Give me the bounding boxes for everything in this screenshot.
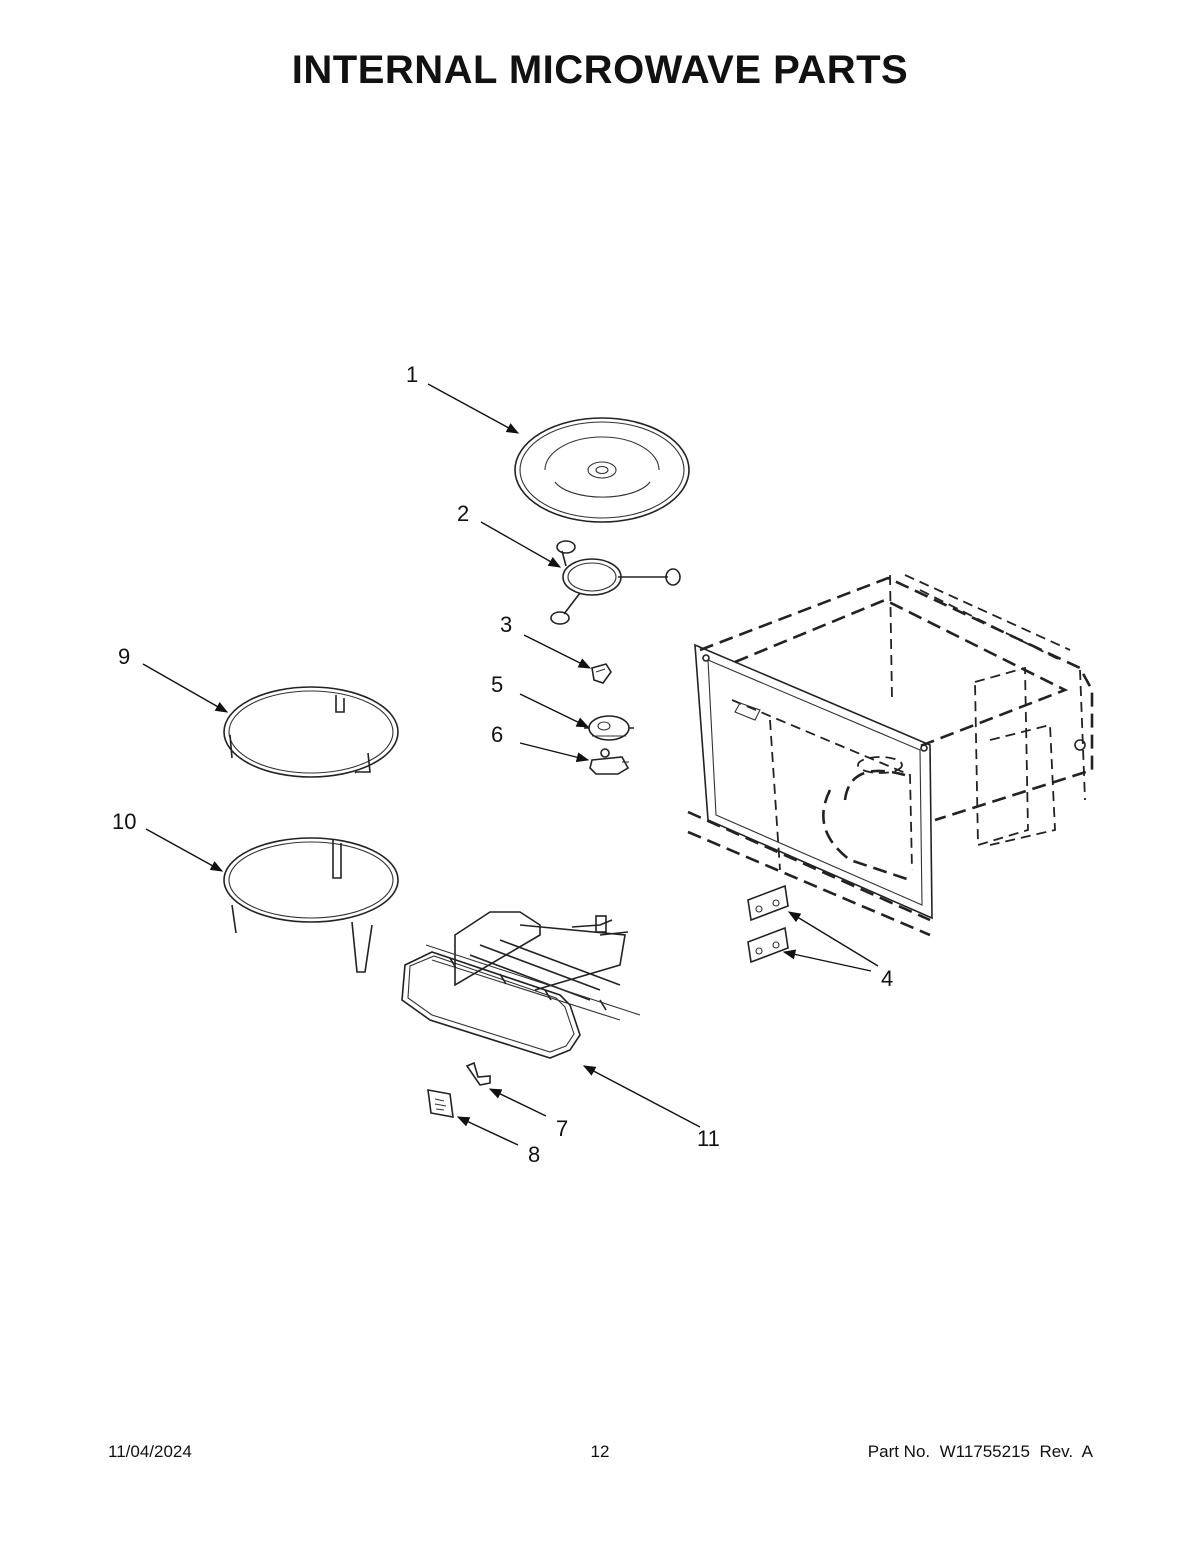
callout-7: 7	[556, 1116, 568, 1141]
cavity-assembly	[687, 574, 1094, 937]
coupler	[591, 663, 612, 684]
callout-labels: 1 2 3 4 5 6 7 8 9 10 11	[112, 362, 893, 1167]
callout-6: 6	[491, 722, 503, 747]
bracket	[465, 1061, 491, 1086]
label-plate	[427, 1089, 454, 1118]
callout-11: 11	[697, 1126, 720, 1151]
leader-arrows	[142, 383, 879, 1146]
gasket-plates	[747, 884, 789, 964]
turntable-tray	[514, 417, 690, 523]
turntable-motor	[589, 748, 630, 775]
callout-10: 10	[112, 809, 136, 834]
callout-1: 1	[406, 362, 418, 387]
callout-9: 9	[118, 644, 130, 669]
motor-cover	[584, 715, 634, 741]
callout-2: 2	[457, 501, 469, 526]
high-rack	[223, 837, 399, 973]
roller-support	[550, 540, 681, 625]
low-rack	[223, 686, 399, 778]
page-title: INTERNAL MICROWAVE PARTS	[291, 48, 909, 92]
footer-part-number: Part No. W11755215 Rev. A	[867, 1442, 1093, 1461]
footer-page-number: 12	[590, 1442, 610, 1461]
callout-3: 3	[500, 612, 512, 637]
heating-element	[401, 911, 641, 1059]
callout-5: 5	[491, 672, 503, 697]
callout-4: 4	[881, 966, 893, 991]
callout-8: 8	[528, 1142, 540, 1167]
footer-date: 11/04/2024	[108, 1442, 192, 1461]
